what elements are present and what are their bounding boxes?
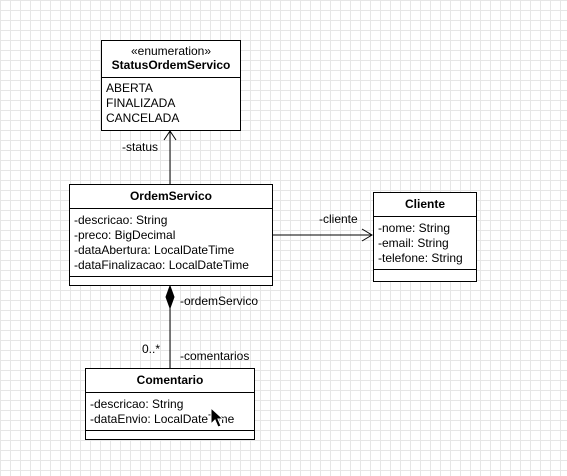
attribute-list: -descricao: String -preco: BigDecimal -d…: [70, 209, 272, 277]
class-header: OrdemServico: [70, 185, 272, 209]
stereotype-label: «enumeration»: [130, 44, 212, 58]
status-role-label: -status: [122, 140, 159, 154]
class-status-ordem-servico[interactable]: «enumeration» StatusOrdemServico ABERTA …: [101, 40, 241, 131]
mouse-cursor-icon: [210, 407, 225, 428]
class-name: Comentario: [136, 373, 204, 387]
ordem-servico-role-label: -ordemServico: [180, 294, 259, 308]
operations-compartment: [374, 270, 476, 281]
attribute: -descricao: String: [90, 397, 184, 411]
attribute-list: -descricao: String -dataEnvio: LocalDate…: [86, 393, 254, 431]
class-header: Comentario: [86, 369, 254, 393]
cliente-role-label: -cliente: [319, 212, 358, 226]
class-name: StatusOrdemServico: [111, 58, 231, 72]
composition-diamond: [165, 284, 175, 310]
attribute: -nome: String: [378, 221, 451, 235]
attribute: -telefone: String: [378, 251, 463, 265]
class-name: OrdemServico: [129, 189, 213, 203]
multiplicity-label: 0..*: [142, 342, 161, 356]
attribute: -dataAbertura: LocalDateTime: [74, 243, 235, 257]
class-comentario[interactable]: Comentario -descricao: String -dataEnvio…: [85, 368, 255, 440]
attribute: -preco: BigDecimal: [74, 228, 176, 242]
attribute: -dataFinalizacao: LocalDateTime: [74, 258, 249, 272]
class-header: Cliente: [374, 193, 476, 217]
operations-compartment: [86, 431, 254, 439]
enum-literal: FINALIZADA: [106, 96, 176, 110]
attribute: -email: String: [378, 236, 449, 250]
enum-literal: CANCELADA: [106, 111, 180, 125]
comentarios-role-label: -comentarios: [180, 349, 250, 363]
class-name: Cliente: [404, 197, 445, 211]
status-arrowhead: [163, 130, 177, 141]
enum-literal: ABERTA: [106, 81, 153, 95]
operations-compartment: [70, 277, 272, 285]
enum-literals: ABERTA FINALIZADA CANCELADA: [102, 78, 240, 129]
class-ordem-servico[interactable]: OrdemServico -descricao: String -preco: …: [69, 184, 273, 286]
attribute: -dataEnvio: LocalDateTime: [90, 412, 235, 426]
class-header: «enumeration» StatusOrdemServico: [102, 41, 240, 78]
class-cliente[interactable]: Cliente -nome: String -email: String -te…: [373, 192, 477, 282]
attribute-list: -nome: String -email: String -telefone: …: [374, 217, 476, 270]
attribute: -descricao: String: [74, 213, 168, 227]
cliente-arrowhead: [361, 228, 373, 242]
